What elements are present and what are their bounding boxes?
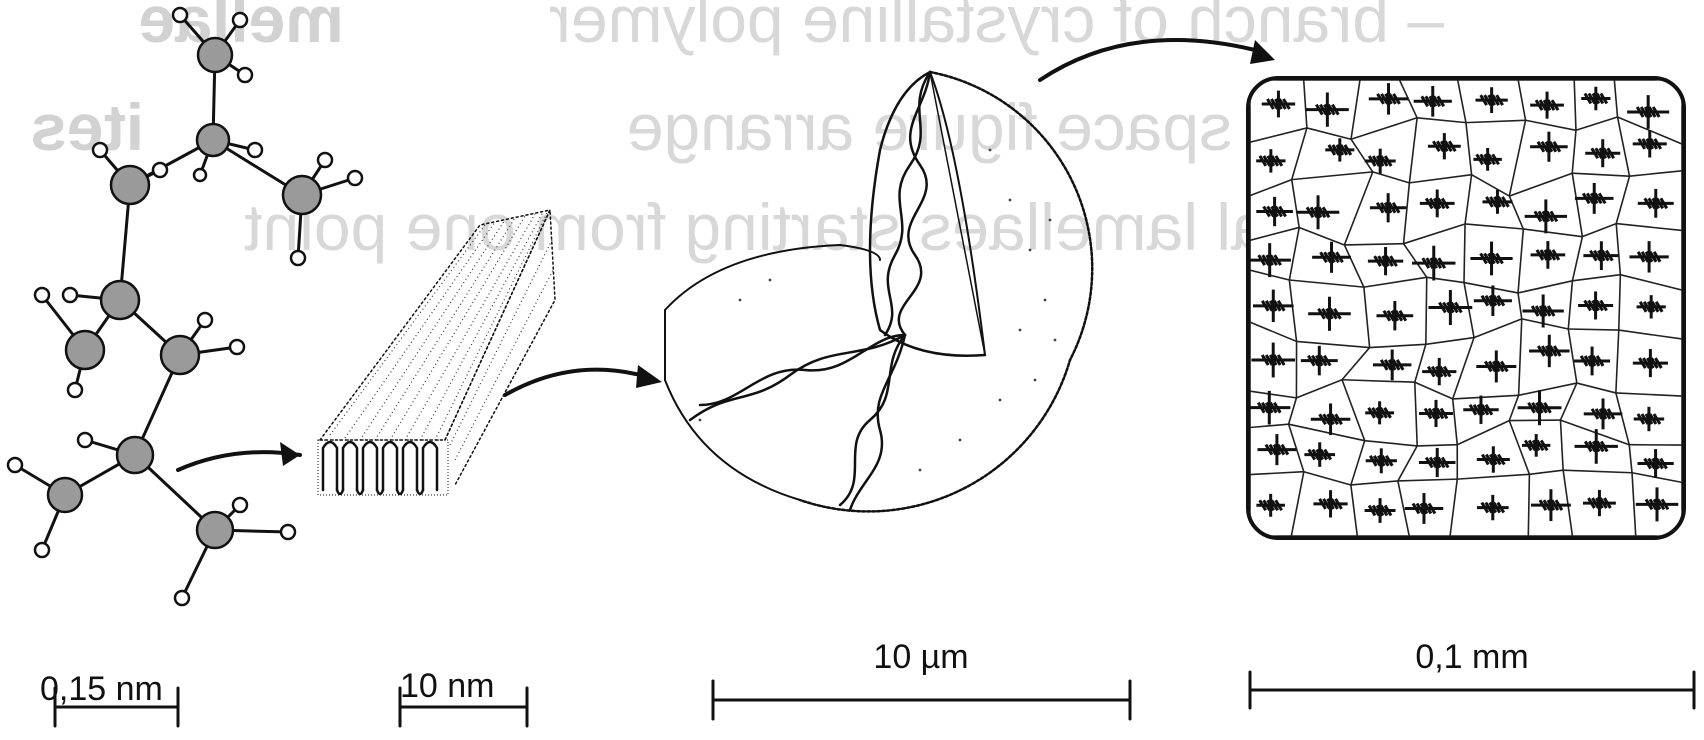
scale-bar-molecule: 0,15 nm — [40, 670, 178, 726]
bleed-line-3: rystal lamellaes starting from one point — [244, 190, 1374, 264]
scale-bar-spherulite: 10 µm — [713, 638, 1130, 719]
spherulite-polycrystal — [1248, 78, 1684, 538]
grain-boundary — [1568, 329, 1618, 330]
grain-boundary — [1528, 474, 1529, 536]
scale-label-lamella: 10 nm — [400, 667, 495, 705]
scale-label-polycrystal: 0,1 mm — [1415, 638, 1528, 676]
scale-bar-polycrystal: 0,1 mm — [1250, 638, 1694, 708]
scale-bar-lamella: 10 nm — [400, 667, 527, 726]
arrow-lamella-to-spherulite — [505, 365, 662, 395]
grain-boundary — [1464, 224, 1465, 283]
bleed-line-1: – branch of crystalline polymer — [549, 0, 1444, 56]
arrow-molecule-to-lamella — [178, 442, 300, 470]
scale-label-molecule: 0,15 nm — [40, 670, 163, 708]
grain-boundary — [1426, 277, 1427, 344]
scale-label-spherulite: 10 µm — [873, 638, 968, 676]
bleed-line-2-bold: ites — [30, 90, 144, 164]
